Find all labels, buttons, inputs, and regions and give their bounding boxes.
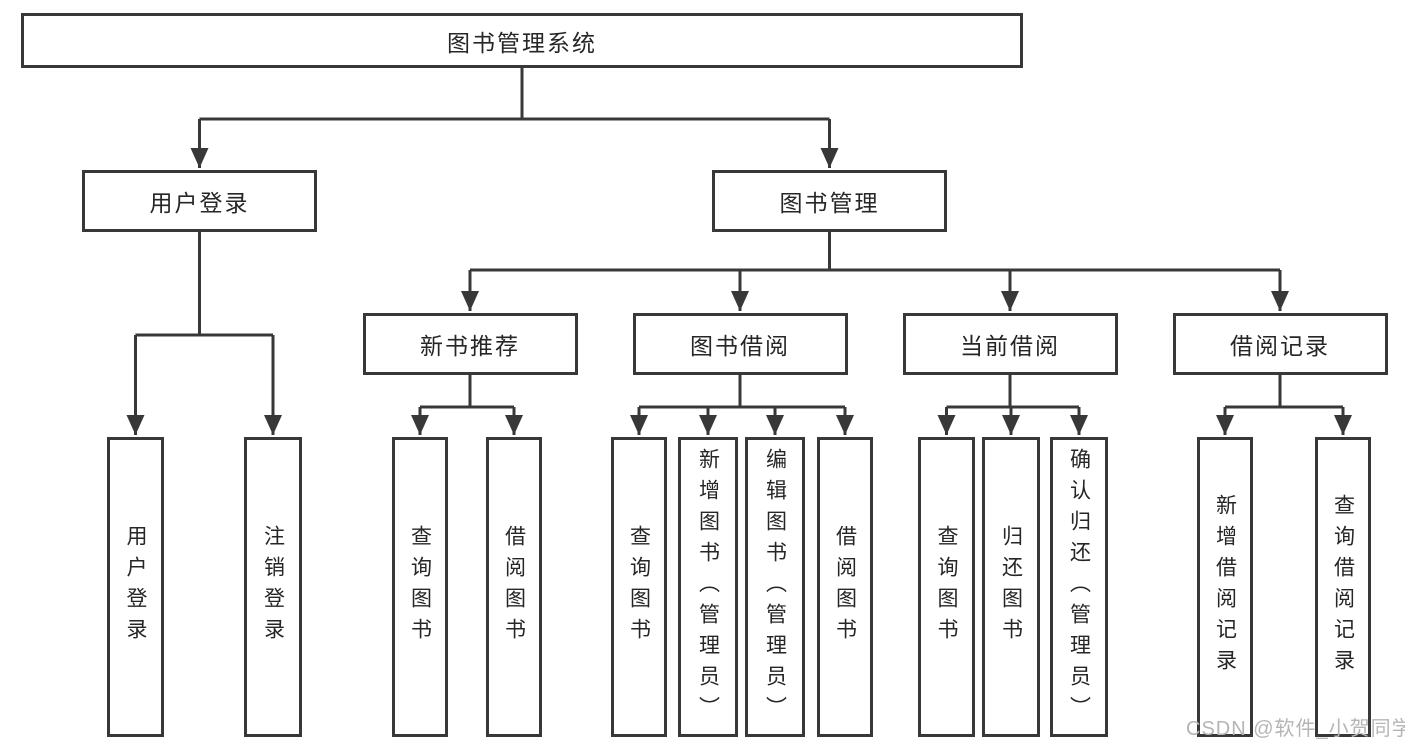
node-new-book-recommend: 新书推荐: [362, 313, 578, 375]
leaf-current-query-books-label: 查询图书: [935, 525, 958, 649]
node-book-borrow: 图书借阅: [632, 313, 848, 375]
leaf-user-login-label: 用户登录: [124, 525, 147, 649]
leaf-current-confirm-return-admin-label: 确认归还（管理员）: [1067, 447, 1091, 727]
leaf-borrow-borrow-books-label: 借阅图书: [833, 525, 857, 649]
leaf-borrow-add-books-admin-label: 新增图书（管理员）: [696, 447, 720, 727]
leaf-recommend-query-books-label: 查询图书: [408, 525, 432, 649]
leaf-recommend-borrow-books: 借阅图书: [486, 437, 542, 737]
leaf-borrow-borrow-books: 借阅图书: [817, 437, 873, 737]
leaf-borrow-edit-books-admin: 编辑图书（管理员）: [745, 437, 805, 737]
leaf-borrow-query-books: 查询图书: [611, 437, 667, 737]
node-current-borrow-label: 当前借阅: [960, 333, 1060, 359]
leaf-current-return-books-label: 归还图书: [999, 525, 1023, 649]
leaf-borrow-query-books-label: 查询图书: [627, 525, 651, 649]
node-book-management: 图书管理: [712, 170, 947, 232]
leaf-current-query-books: 查询图书: [918, 437, 975, 737]
node-root: 图书管理系统: [21, 13, 1023, 68]
leaf-recommend-query-books: 查询图书: [392, 437, 448, 737]
leaf-logout: 注销登录: [244, 437, 302, 737]
leaf-records-add-record-label: 新增借阅记录: [1213, 494, 1237, 680]
leaf-records-query-record: 查询借阅记录: [1315, 437, 1371, 737]
node-user-login-label: 用户登录: [149, 190, 250, 216]
leaf-borrow-edit-books-admin-label: 编辑图书（管理员）: [763, 447, 787, 727]
node-new-book-recommend-label: 新书推荐: [420, 333, 520, 359]
node-borrow-records: 借阅记录: [1172, 313, 1388, 375]
node-current-borrow: 当前借阅: [902, 313, 1118, 375]
leaf-current-return-books: 归还图书: [982, 437, 1040, 737]
node-user-login: 用户登录: [82, 170, 317, 232]
leaf-current-confirm-return-admin: 确认归还（管理员）: [1050, 437, 1108, 737]
leaf-borrow-add-books-admin: 新增图书（管理员）: [678, 437, 738, 737]
node-book-borrow-label: 图书借阅: [690, 333, 790, 359]
node-root-label: 图书管理系统: [447, 29, 597, 56]
leaf-records-query-record-label: 查询借阅记录: [1331, 494, 1355, 680]
leaf-records-add-record: 新增借阅记录: [1197, 437, 1253, 737]
leaf-logout-label: 注销登录: [261, 525, 285, 649]
leaf-user-login: 用户登录: [107, 437, 164, 737]
leaf-recommend-borrow-books-label: 借阅图书: [502, 525, 526, 649]
watermark-text: CSDN @软件_小贺同学: [1186, 718, 1405, 740]
node-borrow-records-label: 借阅记录: [1230, 333, 1330, 359]
node-book-management-label: 图书管理: [779, 190, 880, 216]
connector-group: [126, 68, 1352, 435]
